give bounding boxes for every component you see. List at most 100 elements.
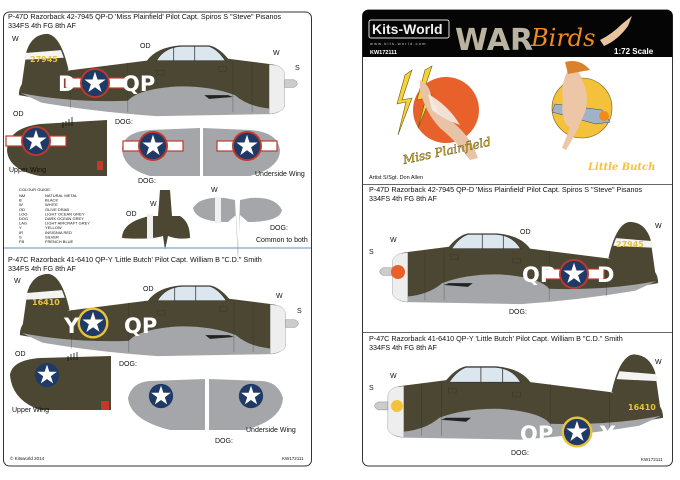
label-w: W (655, 223, 662, 230)
aircraft2-underside-wing (128, 379, 283, 430)
colour-guide-code: LAG (19, 221, 27, 226)
product-code: KW172111 (282, 456, 304, 461)
label-upper-wing: Upper Wing (9, 167, 46, 174)
label-od: OD (520, 229, 531, 236)
label-od: OD (15, 351, 26, 358)
squadron-code: QP (124, 314, 157, 338)
brand-logo: Kits-World (372, 21, 443, 37)
colour-guide-name: WHITE (45, 202, 58, 207)
label-w: W (150, 201, 157, 208)
aircraft2-title: P-47C Razorback 41-6410 QP-Y 'Little But… (369, 334, 623, 343)
serial-number: 27945 (616, 240, 644, 249)
label-w: W (655, 359, 662, 366)
colour-guide-code: B (19, 198, 22, 203)
aircraft1-unit: 334FS 4th FG 8th AF (8, 21, 77, 30)
scale-label: 1:72 Scale (614, 47, 654, 56)
tail-top-views (122, 190, 282, 260)
serial-number: 16410 (628, 403, 656, 412)
label-underside-wing: Underside Wing (255, 171, 305, 178)
colour-guide-code: W (19, 202, 23, 207)
colour-guide-name: BLACK (45, 198, 58, 203)
aircraft1-unit: 334FS 4th FG 8th AF (369, 194, 438, 203)
label-s: S (369, 249, 374, 256)
aircraft-letter: D (58, 72, 75, 96)
national-insignia (562, 417, 593, 448)
colour-guide-name: LIGHT AIRCRAFT GREY (45, 221, 90, 226)
brand-logo-frame (368, 19, 450, 39)
label-od: OD (140, 43, 151, 50)
label-dog: DOG: (215, 438, 233, 445)
aircraft2-side-profile-right: QP Y 16410 (373, 353, 664, 448)
header-banner (362, 10, 673, 57)
squadron-code: QP (522, 263, 555, 287)
pinup-logo-figure (600, 16, 632, 46)
colour-guide-name: OLIVE DRAB (45, 207, 69, 212)
label-dog: DOG: (509, 309, 527, 316)
label-w: W (390, 237, 397, 244)
colour-guide-name: LIGHT OCEAN GREY (45, 211, 85, 216)
label-od: OD (143, 286, 154, 293)
label-dog: DOG: (270, 225, 288, 232)
aircraft-letter: Y (599, 422, 616, 446)
colour-guide-name: YELLOW (45, 225, 62, 230)
label-w: W (14, 278, 21, 285)
colour-guide-name: INSIGNIA RED (45, 230, 72, 235)
aircraft1-side-profile: D QP 27945 (18, 33, 298, 117)
aircraft-letter: Y (63, 314, 80, 338)
colour-guide-name: DARK OCEAN GREY (45, 216, 84, 221)
colour-guide-code: LOG (19, 211, 27, 216)
aircraft2-side-profile: Y QP 16410 (19, 273, 299, 357)
label-dog: DOG: (138, 178, 156, 185)
colour-guide-name: SILVER (45, 234, 59, 239)
serial-number: 16410 (32, 298, 60, 307)
nose-art-little-butch: Little Butch (551, 61, 655, 173)
warbirds-logo-war: WAR (455, 23, 533, 58)
colour-guide-name: FRENCH BLUE (45, 239, 74, 244)
brand-url: www.kits-world.com (370, 41, 427, 46)
aircraft-letter: D (597, 263, 614, 287)
aircraft2-upper-wing (10, 352, 111, 410)
label-w: W (276, 293, 283, 300)
label-underside-wing: Underside Wing (246, 427, 296, 434)
serial-number: 27945 (30, 55, 58, 64)
aircraft1-title: P-47D Razorback 42-7945 QP-D 'Miss Plain… (369, 185, 643, 194)
header-product-code: KW172111 (370, 50, 397, 56)
colour-guide-name: NATURAL METAL (45, 193, 78, 198)
label-s: S (295, 65, 300, 72)
label-dog: DOG: (115, 119, 133, 126)
aircraft1-side-profile-right: QP D 27945 (379, 221, 659, 305)
label-s: S (369, 385, 374, 392)
label-w: W (12, 36, 19, 43)
copyright: © Kitsworld 2014 (10, 455, 45, 461)
aircraft2-unit: 334FS 4th FG 8th AF (369, 343, 438, 352)
nose-art-decal (391, 265, 405, 279)
label-s: S (297, 308, 302, 315)
label-od: OD (126, 211, 137, 218)
nose-art-title: Little Butch (587, 162, 655, 173)
colour-guide-code: OD (19, 207, 25, 212)
colour-guide-code: DOG (19, 216, 28, 221)
colour-guide-code: IR (19, 230, 23, 235)
aircraft1-title: P-47D Razorback 42-7945 QP-D 'Miss Plain… (8, 12, 282, 21)
label-od: OD (13, 111, 24, 118)
aircraft1-upper-wing (6, 117, 107, 176)
squadron-code: QP (122, 72, 155, 96)
warbirds-logo-birds: Birds (530, 24, 595, 52)
aircraft2-title: P-47C Razorback 41-6410 QP-Y 'Little But… (8, 255, 262, 264)
label-dog: DOG: (119, 361, 137, 368)
aircraft1-underside-wing (122, 128, 280, 176)
aircraft2-unit: 334FS 4th FG 8th AF (8, 264, 77, 273)
product-code: KW172111 (641, 457, 663, 462)
colour-guide-code: NM (19, 193, 25, 198)
label-w: W (211, 187, 218, 194)
national-insignia (78, 308, 109, 339)
nose-art-decal (391, 400, 403, 412)
label-common-to-both: Common to both (256, 237, 308, 244)
colour-guide-code: S (19, 234, 22, 239)
colour-guide-code: FB (19, 239, 24, 244)
label-upper-wing: Upper Wing (12, 407, 49, 414)
colour-guide-code: Y (19, 225, 22, 230)
artist-credit: Artist S/Sgt. Don Allen (369, 175, 423, 181)
